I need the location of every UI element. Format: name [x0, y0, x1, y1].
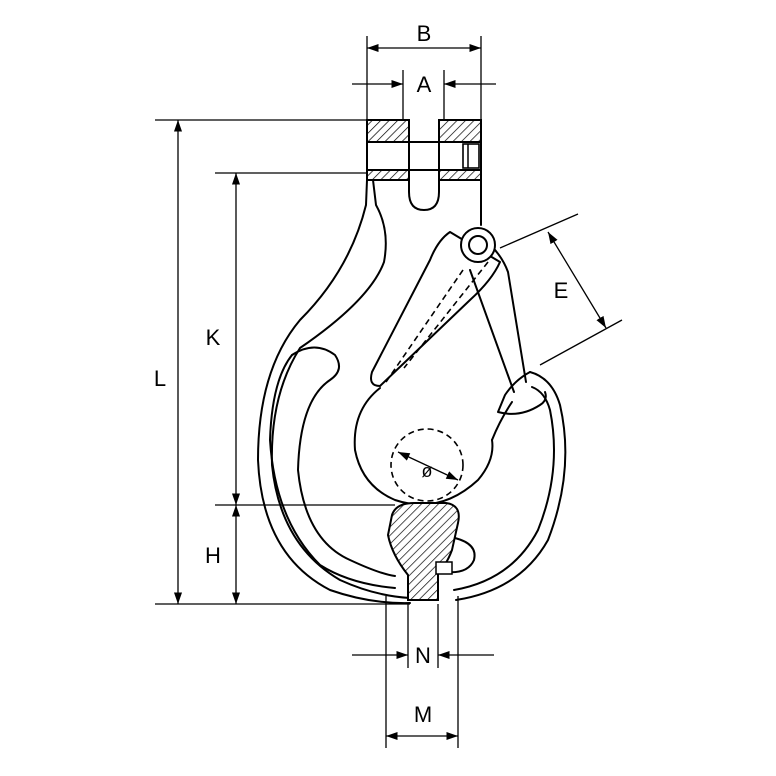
dimension-arrows — [173, 43, 607, 741]
label-phi: ø — [422, 461, 433, 481]
dimension-labels: B A L K H E ø N M — [154, 21, 568, 727]
clevis-head — [366, 119, 482, 211]
label-K: K — [206, 325, 221, 350]
label-H: H — [205, 543, 221, 568]
label-B: B — [417, 21, 432, 46]
label-M: M — [414, 702, 432, 727]
label-A: A — [417, 72, 432, 97]
extension-lines — [155, 36, 623, 748]
safety-latch — [370, 227, 527, 393]
load-section — [386, 502, 476, 601]
hook-body — [257, 179, 567, 605]
label-E: E — [554, 278, 569, 303]
dim-E-arrow — [547, 231, 607, 329]
label-L: L — [154, 366, 166, 391]
label-N: N — [415, 643, 431, 668]
pin-diameter-circle — [390, 428, 464, 502]
